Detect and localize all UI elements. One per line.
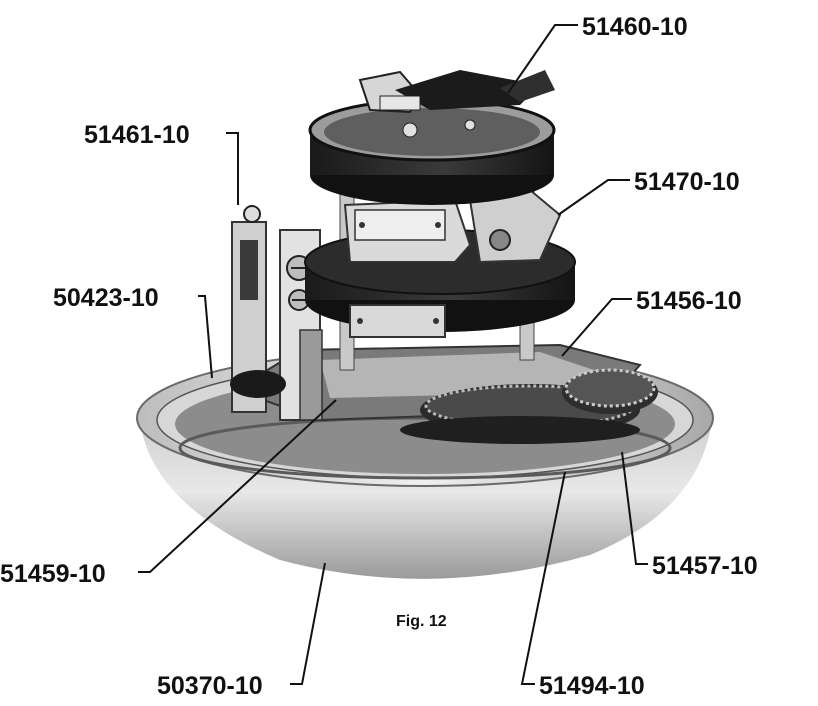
callout-51456: 51456-10: [636, 287, 742, 315]
top-mechanism: [358, 70, 555, 114]
leader-51461: [226, 132, 239, 205]
callout-51460: 51460-10: [582, 13, 688, 41]
leader-50423: [198, 295, 213, 379]
leader-51456: [561, 298, 632, 357]
leader-51470: [557, 179, 630, 216]
figure-caption: Fig. 12: [396, 613, 447, 630]
gear-train: [400, 368, 658, 444]
callout-51470: 51470-10: [634, 168, 740, 196]
callout-51461: 51461-10: [84, 121, 190, 149]
callout-51459: 51459-10: [0, 560, 106, 588]
leader-50370: [290, 562, 326, 685]
left-bracket: [230, 205, 323, 421]
leader-51457: [621, 451, 648, 565]
movement-illustration: [136, 70, 714, 579]
leader-51460: [507, 24, 578, 94]
upper-coil: [308, 98, 556, 205]
callout-50423: 50423-10: [53, 284, 159, 312]
callout-labels: 51460-10 51461-10 51470-10 50423-10 5145…: [0, 13, 758, 700]
callout-51457: 51457-10: [652, 552, 758, 580]
middle-bracket: [343, 188, 562, 264]
callout-51494: 51494-10: [539, 672, 645, 700]
leader-lines: [138, 24, 648, 685]
leader-51494: [520, 471, 566, 685]
callout-50370: 50370-10: [157, 672, 263, 700]
leader-51459: [138, 399, 337, 573]
